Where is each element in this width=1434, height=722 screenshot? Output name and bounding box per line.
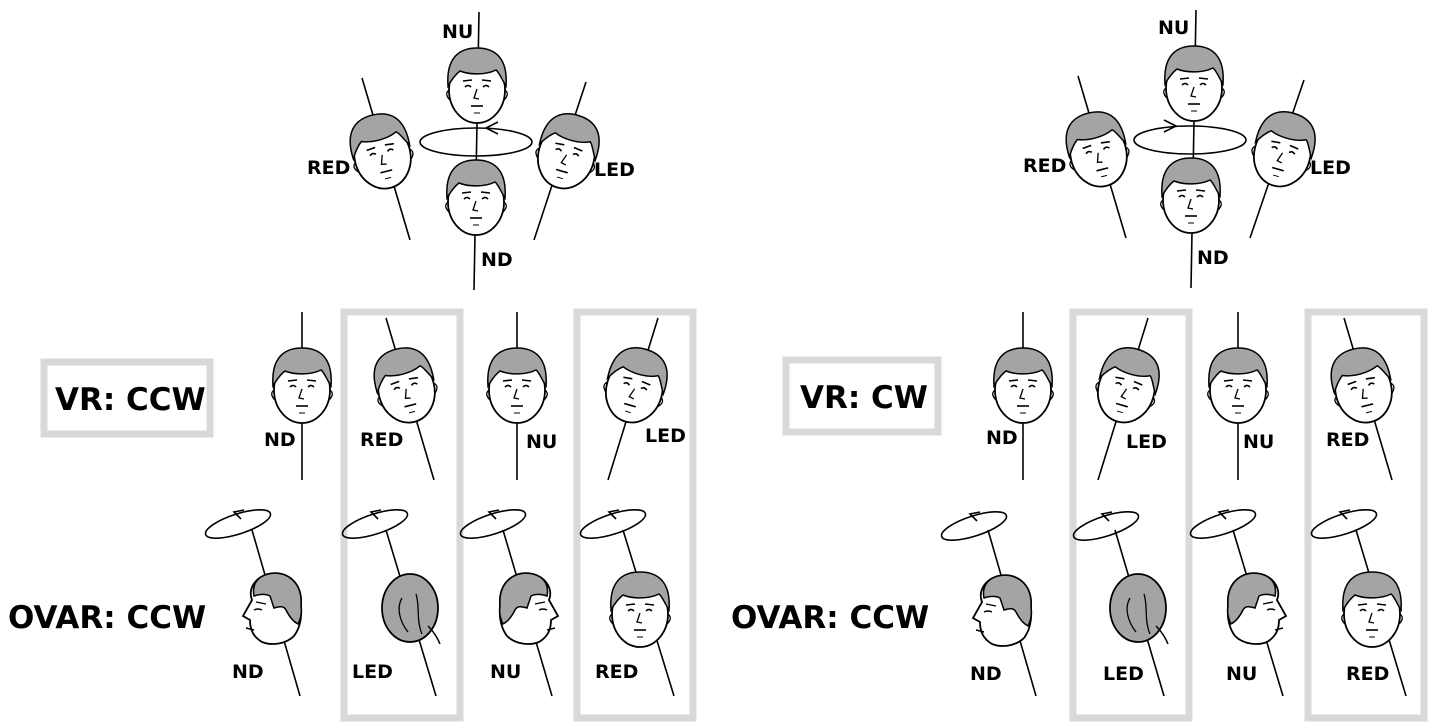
label-red: RED [307, 157, 350, 179]
label-led: LED [1310, 157, 1351, 179]
rotation-ring [1069, 505, 1143, 547]
head-nose-up [1206, 347, 1270, 424]
left-panel: NU RED LED ND VR: CCW OVAR: CCW ND RED N… [8, 11, 697, 722]
head-back-left-ear-down [381, 573, 441, 645]
vr-row-right: ND LED NU RED [986, 312, 1402, 481]
rotation-ring [338, 503, 412, 545]
label-nd: ND [1197, 247, 1229, 269]
top-cluster-right: NU RED LED ND [1023, 9, 1351, 289]
head-left-ear-down [1243, 104, 1324, 195]
highlight-column [573, 308, 697, 722]
ovar-row-left: ND LED NU RED [201, 503, 675, 697]
rotation-ring [576, 503, 650, 545]
vr-label: ND [264, 429, 296, 451]
ovar-label: RED [1346, 663, 1389, 685]
highlight-column [340, 308, 464, 722]
vr-direction-label: VR: CW [800, 380, 928, 416]
vr-label: LED [645, 425, 686, 447]
ovar-row-right: ND LED NU RED [937, 503, 1407, 697]
highlight-column [1069, 308, 1193, 722]
head-profile-nose-down [242, 572, 303, 645]
rotation-ring [1307, 503, 1381, 545]
head-right-ear-down [366, 340, 445, 431]
rotation-ring [1186, 503, 1260, 545]
highlight-column [1304, 308, 1428, 722]
label-nu: NU [442, 21, 473, 43]
rotation-ring [456, 503, 530, 545]
head-profile-nose-up [498, 572, 559, 645]
head-left-ear-down [595, 340, 676, 431]
vr-label: LED [1126, 431, 1167, 453]
head-right-ear-down [1323, 340, 1402, 431]
ovar-direction-label: OVAR: CCW [8, 600, 206, 636]
head-right-ear-down [1058, 104, 1137, 195]
head-right-ear-down [1340, 571, 1404, 648]
head-profile-nose-up [1226, 572, 1287, 645]
label-red: RED [1023, 155, 1066, 177]
head-left-ear-down [1087, 340, 1168, 431]
ovar-direction-label: OVAR: CCW [731, 600, 929, 636]
head-profile-nose-down [972, 574, 1033, 647]
head-nose-up [485, 347, 549, 424]
top-cluster-left: NU RED LED ND [307, 11, 635, 291]
label-led: LED [594, 159, 635, 181]
vr-label: ND [986, 427, 1018, 449]
head-right-ear-down [342, 106, 421, 197]
head-nose-down [1159, 157, 1223, 234]
vr-label-box [782, 356, 942, 436]
ovar-label: ND [970, 663, 1002, 685]
head-left-ear-down [527, 106, 608, 197]
ovar-label: LED [1103, 663, 1144, 685]
label-nu: NU [1158, 17, 1189, 39]
vr-label: RED [1326, 429, 1369, 451]
label-nd: ND [481, 249, 513, 271]
vr-row-left: ND RED NU LED [264, 312, 686, 481]
ovar-label: NU [1226, 663, 1257, 685]
vr-label: NU [1243, 431, 1274, 453]
head-nose-up [445, 47, 509, 124]
head-back-left-ear-down [1109, 573, 1169, 645]
ovar-label: NU [490, 661, 521, 683]
head-nose-down [444, 159, 508, 236]
ovar-label: ND [232, 661, 264, 683]
vr-label-box [40, 358, 214, 438]
head-nose-down [991, 347, 1055, 424]
vr-direction-label: VR: CCW [55, 382, 206, 418]
right-panel: NU RED LED ND VR: CW OVAR: CCW ND LED NU… [731, 9, 1428, 722]
rotation-ring [201, 503, 275, 545]
head-nose-up [1162, 45, 1226, 122]
ovar-label: LED [352, 661, 393, 683]
ovar-label: RED [595, 661, 638, 683]
head-nose-down [270, 347, 334, 424]
rotation-ring [937, 505, 1011, 547]
head-right-ear-down [608, 571, 672, 648]
vr-label: NU [526, 431, 557, 453]
vr-label: RED [360, 429, 403, 451]
